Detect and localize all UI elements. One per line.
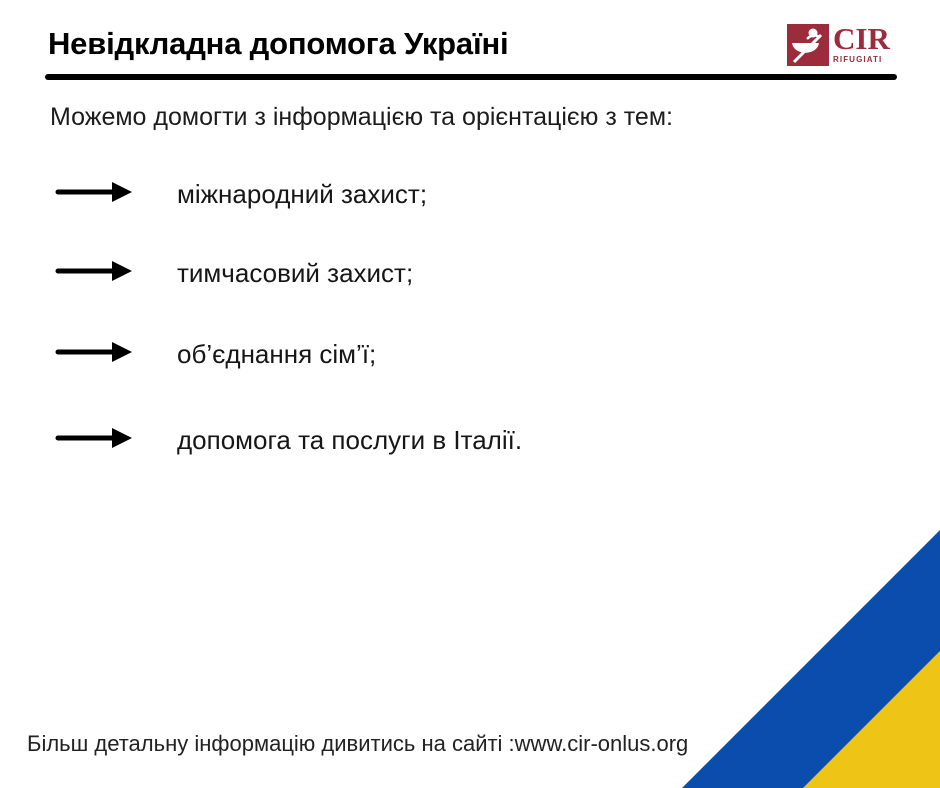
page-title: Невідкладна допомога Україні xyxy=(48,26,509,61)
logo-text: CIR RIFUGIATI xyxy=(833,21,890,64)
cir-boat-emblem-icon xyxy=(787,24,829,71)
list-item: допомога та послуги в Італії. xyxy=(55,423,522,457)
intro-text: Можемо домогти з інформацією та орієнтац… xyxy=(50,103,673,131)
right-arrow-icon xyxy=(55,341,133,368)
list-item-label: тимчасовий захист; xyxy=(177,257,414,288)
flag-yellow-stripe xyxy=(803,651,940,788)
right-arrow-icon xyxy=(55,427,133,454)
logo-acronym: CIR xyxy=(833,21,890,56)
list-item-label: об’єднання сім’ї; xyxy=(177,338,377,369)
list-item: об’єднання сім’ї; xyxy=(55,337,376,371)
cir-logo: CIR RIFUGIATI xyxy=(787,21,890,71)
right-arrow-icon xyxy=(55,181,133,208)
footer-text: Більш детальну інформацію дивитись на са… xyxy=(27,731,689,756)
title-underline xyxy=(45,74,897,80)
right-arrow-icon xyxy=(55,260,133,287)
list-item: тимчасовий захист; xyxy=(55,256,413,290)
list-item-label: допомога та послуги в Італії. xyxy=(177,424,523,455)
logo-subtext: RIFUGIATI xyxy=(833,55,883,64)
ukraine-flag-corner xyxy=(682,530,940,788)
list-item: міжнародний захист; xyxy=(55,177,427,211)
list-item-label: міжнародний захист; xyxy=(177,178,428,209)
